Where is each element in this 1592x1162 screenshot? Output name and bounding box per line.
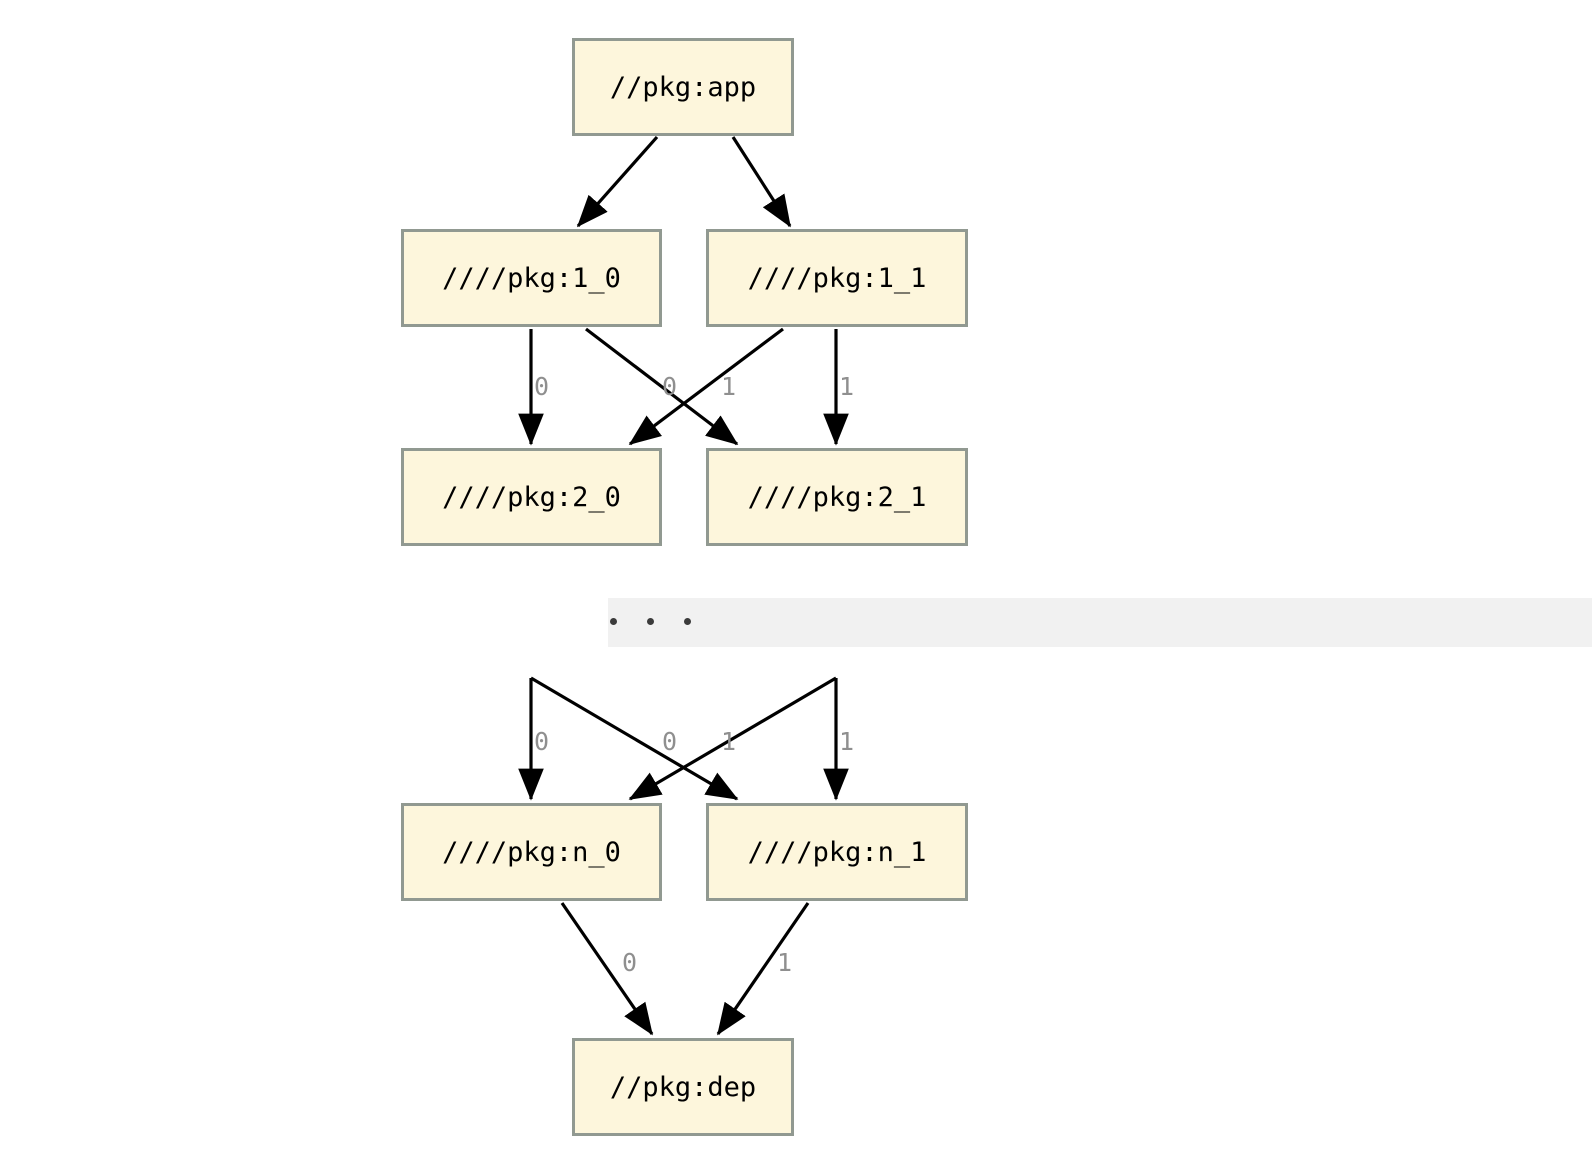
truncation-band <box>608 598 1592 647</box>
node-label: ////pkg:1_0 <box>442 262 621 294</box>
edge-label: 0 <box>534 727 550 756</box>
edge-label: 1 <box>839 372 855 401</box>
ellipsis-dots-icon <box>610 618 721 625</box>
node-pkg-2-0[interactable]: ////pkg:2_0 <box>401 448 662 546</box>
graph-edge <box>530 676 739 801</box>
node-app[interactable]: //pkg:app <box>572 38 794 136</box>
graph-edge <box>585 327 739 446</box>
graph-edge <box>716 902 810 1036</box>
edge-label: 0 <box>534 372 550 401</box>
node-pkg-n-0[interactable]: ////pkg:n_0 <box>401 803 662 901</box>
edge-label: 0 <box>622 948 638 977</box>
node-label: ////pkg:2_1 <box>747 481 927 513</box>
edges-group <box>518 135 849 1036</box>
edge-label: 1 <box>721 372 737 401</box>
node-pkg-1-0[interactable]: ////pkg:1_0 <box>401 229 662 327</box>
node-label: ////pkg:n_0 <box>442 836 621 868</box>
node-label: //pkg:app <box>609 71 757 103</box>
node-pkg-1-1[interactable]: ////pkg:1_1 <box>706 229 968 327</box>
edge-label: 0 <box>662 372 678 401</box>
graph-edge <box>628 327 784 446</box>
node-pkg-2-1[interactable]: ////pkg:2_1 <box>706 448 968 546</box>
edge-label: 1 <box>839 727 855 756</box>
graph-edge <box>731 136 792 228</box>
node-label: //pkg:dep <box>609 1071 757 1103</box>
edge-label: 0 <box>662 727 678 756</box>
edge-label: 1 <box>777 948 793 977</box>
node-dep[interactable]: //pkg:dep <box>572 1038 794 1136</box>
edge-label: 1 <box>721 727 737 756</box>
node-label: ////pkg:2_0 <box>442 481 621 513</box>
graph-edge <box>560 902 654 1036</box>
node-pkg-n-1[interactable]: ////pkg:n_1 <box>706 803 968 901</box>
graph-edge <box>576 135 659 228</box>
node-label: ////pkg:1_1 <box>747 262 927 294</box>
graph-edge <box>628 676 837 801</box>
node-label: ////pkg:n_1 <box>747 836 927 868</box>
